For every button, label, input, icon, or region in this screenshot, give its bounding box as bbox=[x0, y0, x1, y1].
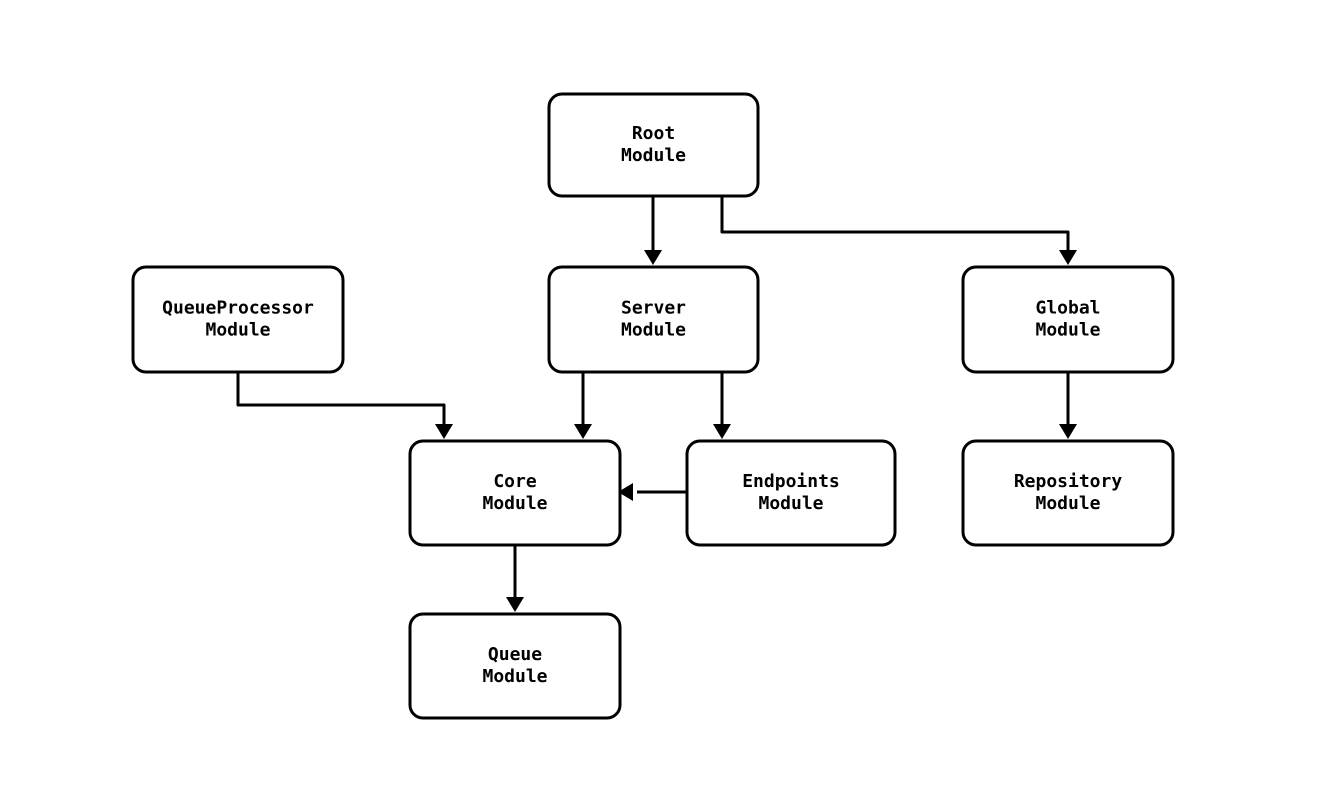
node-label-root-line1: Root bbox=[632, 123, 675, 144]
edge-root-to-global bbox=[720, 196, 1070, 252]
node-box-queue[interactable] bbox=[408, 612, 622, 720]
node-label-root-line2: Module bbox=[621, 145, 686, 166]
node-label-queueprocessor-line2: Module bbox=[205, 320, 270, 341]
node-layer: RootModuleQueueProcessorModuleServerModu… bbox=[131, 92, 1175, 720]
node-box-queueprocessor[interactable] bbox=[131, 265, 345, 374]
node-label-endpoints-line2: Module bbox=[758, 493, 823, 514]
node-box-global[interactable] bbox=[961, 265, 1175, 374]
node-label-queue-line2: Module bbox=[482, 666, 547, 687]
node-label-queue-line1: Queue bbox=[488, 644, 542, 665]
arrowhead-layer bbox=[435, 250, 1077, 612]
node-box-core[interactable] bbox=[408, 439, 622, 547]
node-box-root[interactable] bbox=[547, 92, 760, 198]
node-label-server-line1: Server bbox=[621, 298, 686, 319]
arrow-into-queue bbox=[506, 597, 524, 612]
arrow-into-global bbox=[1059, 250, 1077, 265]
node-label-server-line2: Module bbox=[621, 320, 686, 341]
node-label-global-line2: Module bbox=[1035, 320, 1100, 341]
arrow-into-repository bbox=[1059, 424, 1077, 439]
node-label-core-line1: Core bbox=[493, 471, 537, 492]
node-label-core-line2: Module bbox=[482, 493, 547, 514]
node-label-endpoints-line1: Endpoints bbox=[742, 471, 840, 492]
node-box-endpoints[interactable] bbox=[685, 439, 897, 547]
node-box-repository[interactable] bbox=[961, 439, 1175, 547]
edge-layer bbox=[236, 196, 1070, 599]
node-label-queueprocessor-line1: QueueProcessor bbox=[162, 298, 314, 319]
node-box-server[interactable] bbox=[547, 265, 760, 374]
node-label-repository-line1: Repository bbox=[1014, 471, 1123, 492]
arrow-into-server bbox=[644, 250, 662, 265]
node-label-repository-line2: Module bbox=[1035, 493, 1100, 514]
edge-queueprocessor-to-core bbox=[236, 372, 446, 426]
arrow-into-endpoints bbox=[713, 424, 731, 439]
arrow-into-core-mid bbox=[574, 424, 592, 439]
arrow-into-core-left bbox=[435, 424, 453, 439]
node-label-global-line1: Global bbox=[1035, 298, 1100, 319]
arrow-into-core-right bbox=[618, 483, 633, 501]
